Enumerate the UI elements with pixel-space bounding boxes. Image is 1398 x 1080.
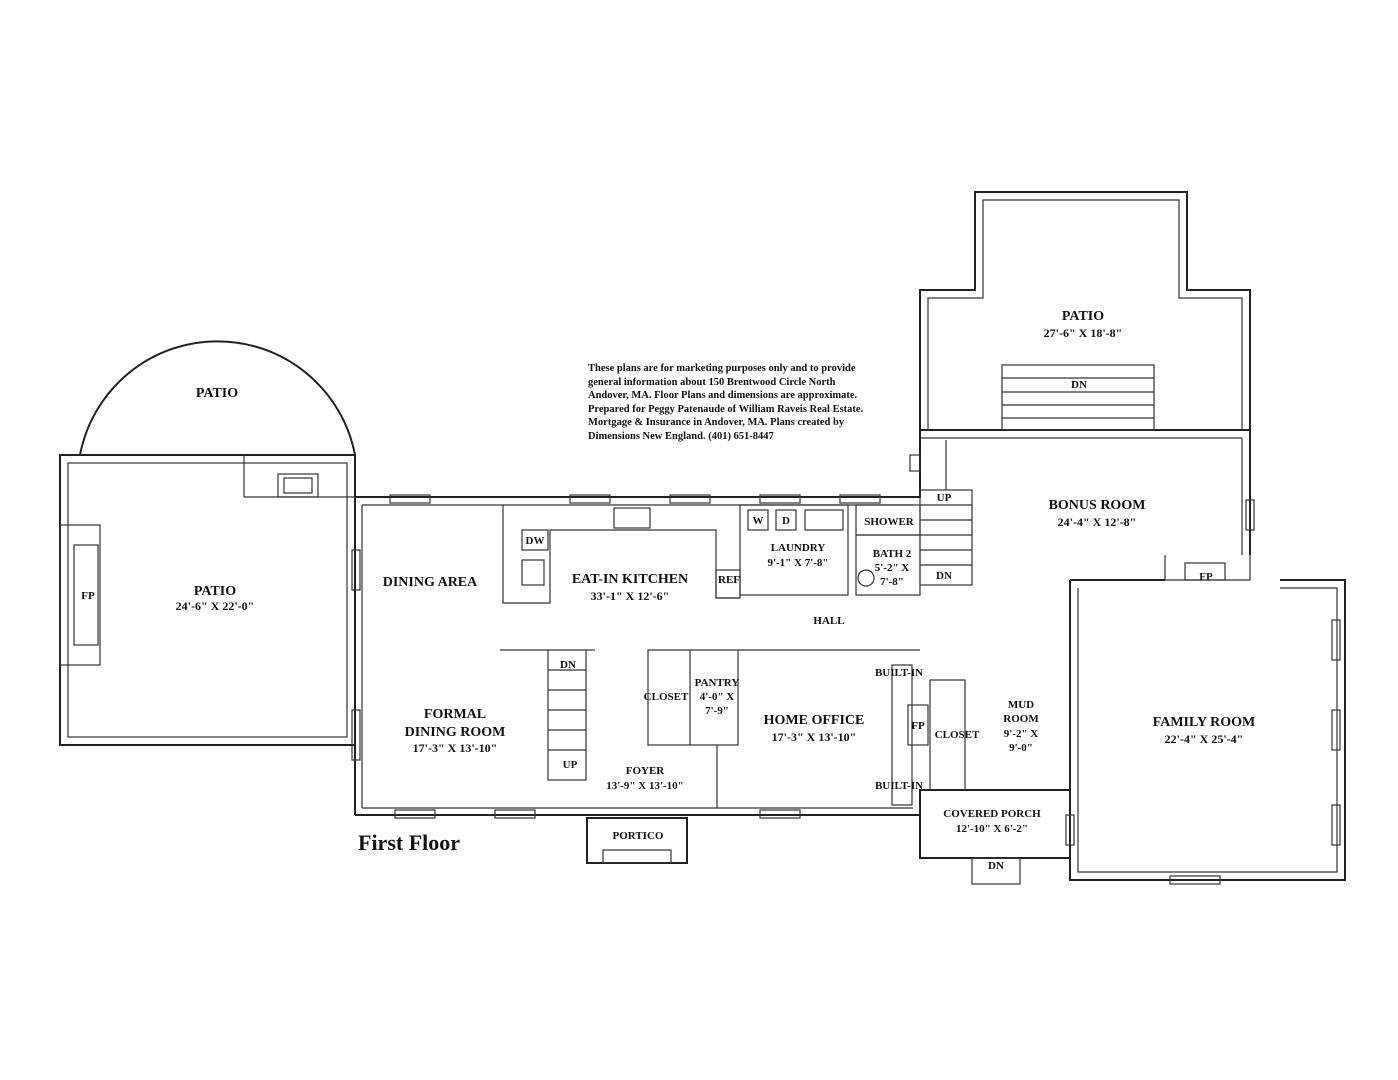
kitchen-dims: 33'-1" X 12'-6": [591, 589, 670, 603]
patio-stair-dn-label: DN: [1071, 379, 1087, 391]
patio-left-label: PATIO: [194, 584, 236, 599]
home-office-label: HOME OFFICE: [764, 713, 865, 728]
bonus-stair-dn-label: DN: [936, 570, 952, 582]
shower-label: SHOWER: [864, 516, 915, 528]
covered-porch-label: COVERED PORCH: [943, 808, 1041, 820]
refrigerator-label: REF: [718, 574, 740, 586]
patio-top-dims: 27'-6" X 18'-8": [1044, 326, 1123, 340]
patio-left-walls: [59, 340, 356, 746]
covered-porch-dims: 12'-10" X 6'-2": [956, 823, 1028, 835]
mud-room-label-1: MUD: [1008, 699, 1034, 711]
patio-top-walls: [919, 191, 1251, 431]
dryer-label: D: [782, 515, 790, 527]
washer-label: W: [753, 515, 764, 527]
foyer-dims: 13'-9" X 13'-10": [606, 780, 684, 792]
kitchen-label: EAT-IN KITCHEN: [572, 572, 688, 587]
laundry-dims: 9'-1" X 7'-8": [767, 557, 828, 569]
pantry-dims-2: 7'-9": [705, 705, 729, 717]
foyer-label: FOYER: [626, 765, 666, 777]
dining-area-label: DINING AREA: [383, 575, 478, 590]
built-in-top-label: BUILT-IN: [875, 667, 923, 679]
bath2-dims-2: 7'-8": [880, 576, 904, 588]
formal-dining-label-2: DINING ROOM: [405, 725, 506, 740]
dishwasher-label: DW: [526, 535, 545, 547]
patio-round-label: PATIO: [196, 386, 238, 401]
formal-dining-dims: 17'-3" X 13'-10": [413, 741, 498, 755]
main-stair-up-label: UP: [563, 759, 578, 771]
pantry-label: PANTRY: [695, 677, 740, 689]
bonus-room-label: BONUS ROOM: [1049, 498, 1146, 513]
bonus-room-dims: 24'-4" X 12'-8": [1058, 515, 1137, 529]
patio-top-label: PATIO: [1062, 309, 1104, 324]
hall-label: HALL: [813, 615, 844, 627]
family-room-dims: 22'-4" X 25'-4": [1165, 732, 1244, 746]
portico-label: PORTICO: [613, 830, 664, 842]
mud-room-dims-1: 9'-2" X: [1004, 728, 1039, 740]
pantry-dims-1: 4'-0" X: [700, 691, 735, 703]
main-stair-dn-label: DN: [560, 659, 576, 671]
patio-left-dims: 24'-6" X 22'-0": [176, 599, 255, 613]
bath2-dims-1: 5'-2" X: [875, 562, 910, 574]
closet-left-label: CLOSET: [644, 691, 689, 703]
disclaimer-note: These plans are for marketing purposes o…: [588, 363, 864, 442]
bonus-stair-up-label: UP: [937, 492, 952, 504]
fireplace-family-label: FP: [1199, 571, 1213, 583]
main-house-walls: [351, 429, 1255, 885]
formal-dining-label-1: FORMAL: [424, 707, 486, 722]
mud-room-dims-2: 9'-0": [1009, 742, 1033, 754]
plan-title: First Floor: [358, 830, 460, 855]
family-room-label: FAMILY ROOM: [1153, 715, 1256, 730]
laundry-label: LAUNDRY: [771, 542, 826, 554]
fireplace-patio-label: FP: [81, 590, 95, 602]
home-office-dims: 17'-3" X 13'-10": [772, 730, 857, 744]
closet-right-label: CLOSET: [935, 729, 980, 741]
mud-room-label-2: ROOM: [1003, 713, 1039, 725]
family-room-walls: [1065, 579, 1346, 885]
bath2-label: BATH 2: [873, 548, 912, 560]
porch-stair-dn-label: DN: [988, 860, 1004, 872]
built-in-bottom-label: BUILT-IN: [875, 780, 923, 792]
fireplace-office-label: FP: [911, 720, 925, 732]
